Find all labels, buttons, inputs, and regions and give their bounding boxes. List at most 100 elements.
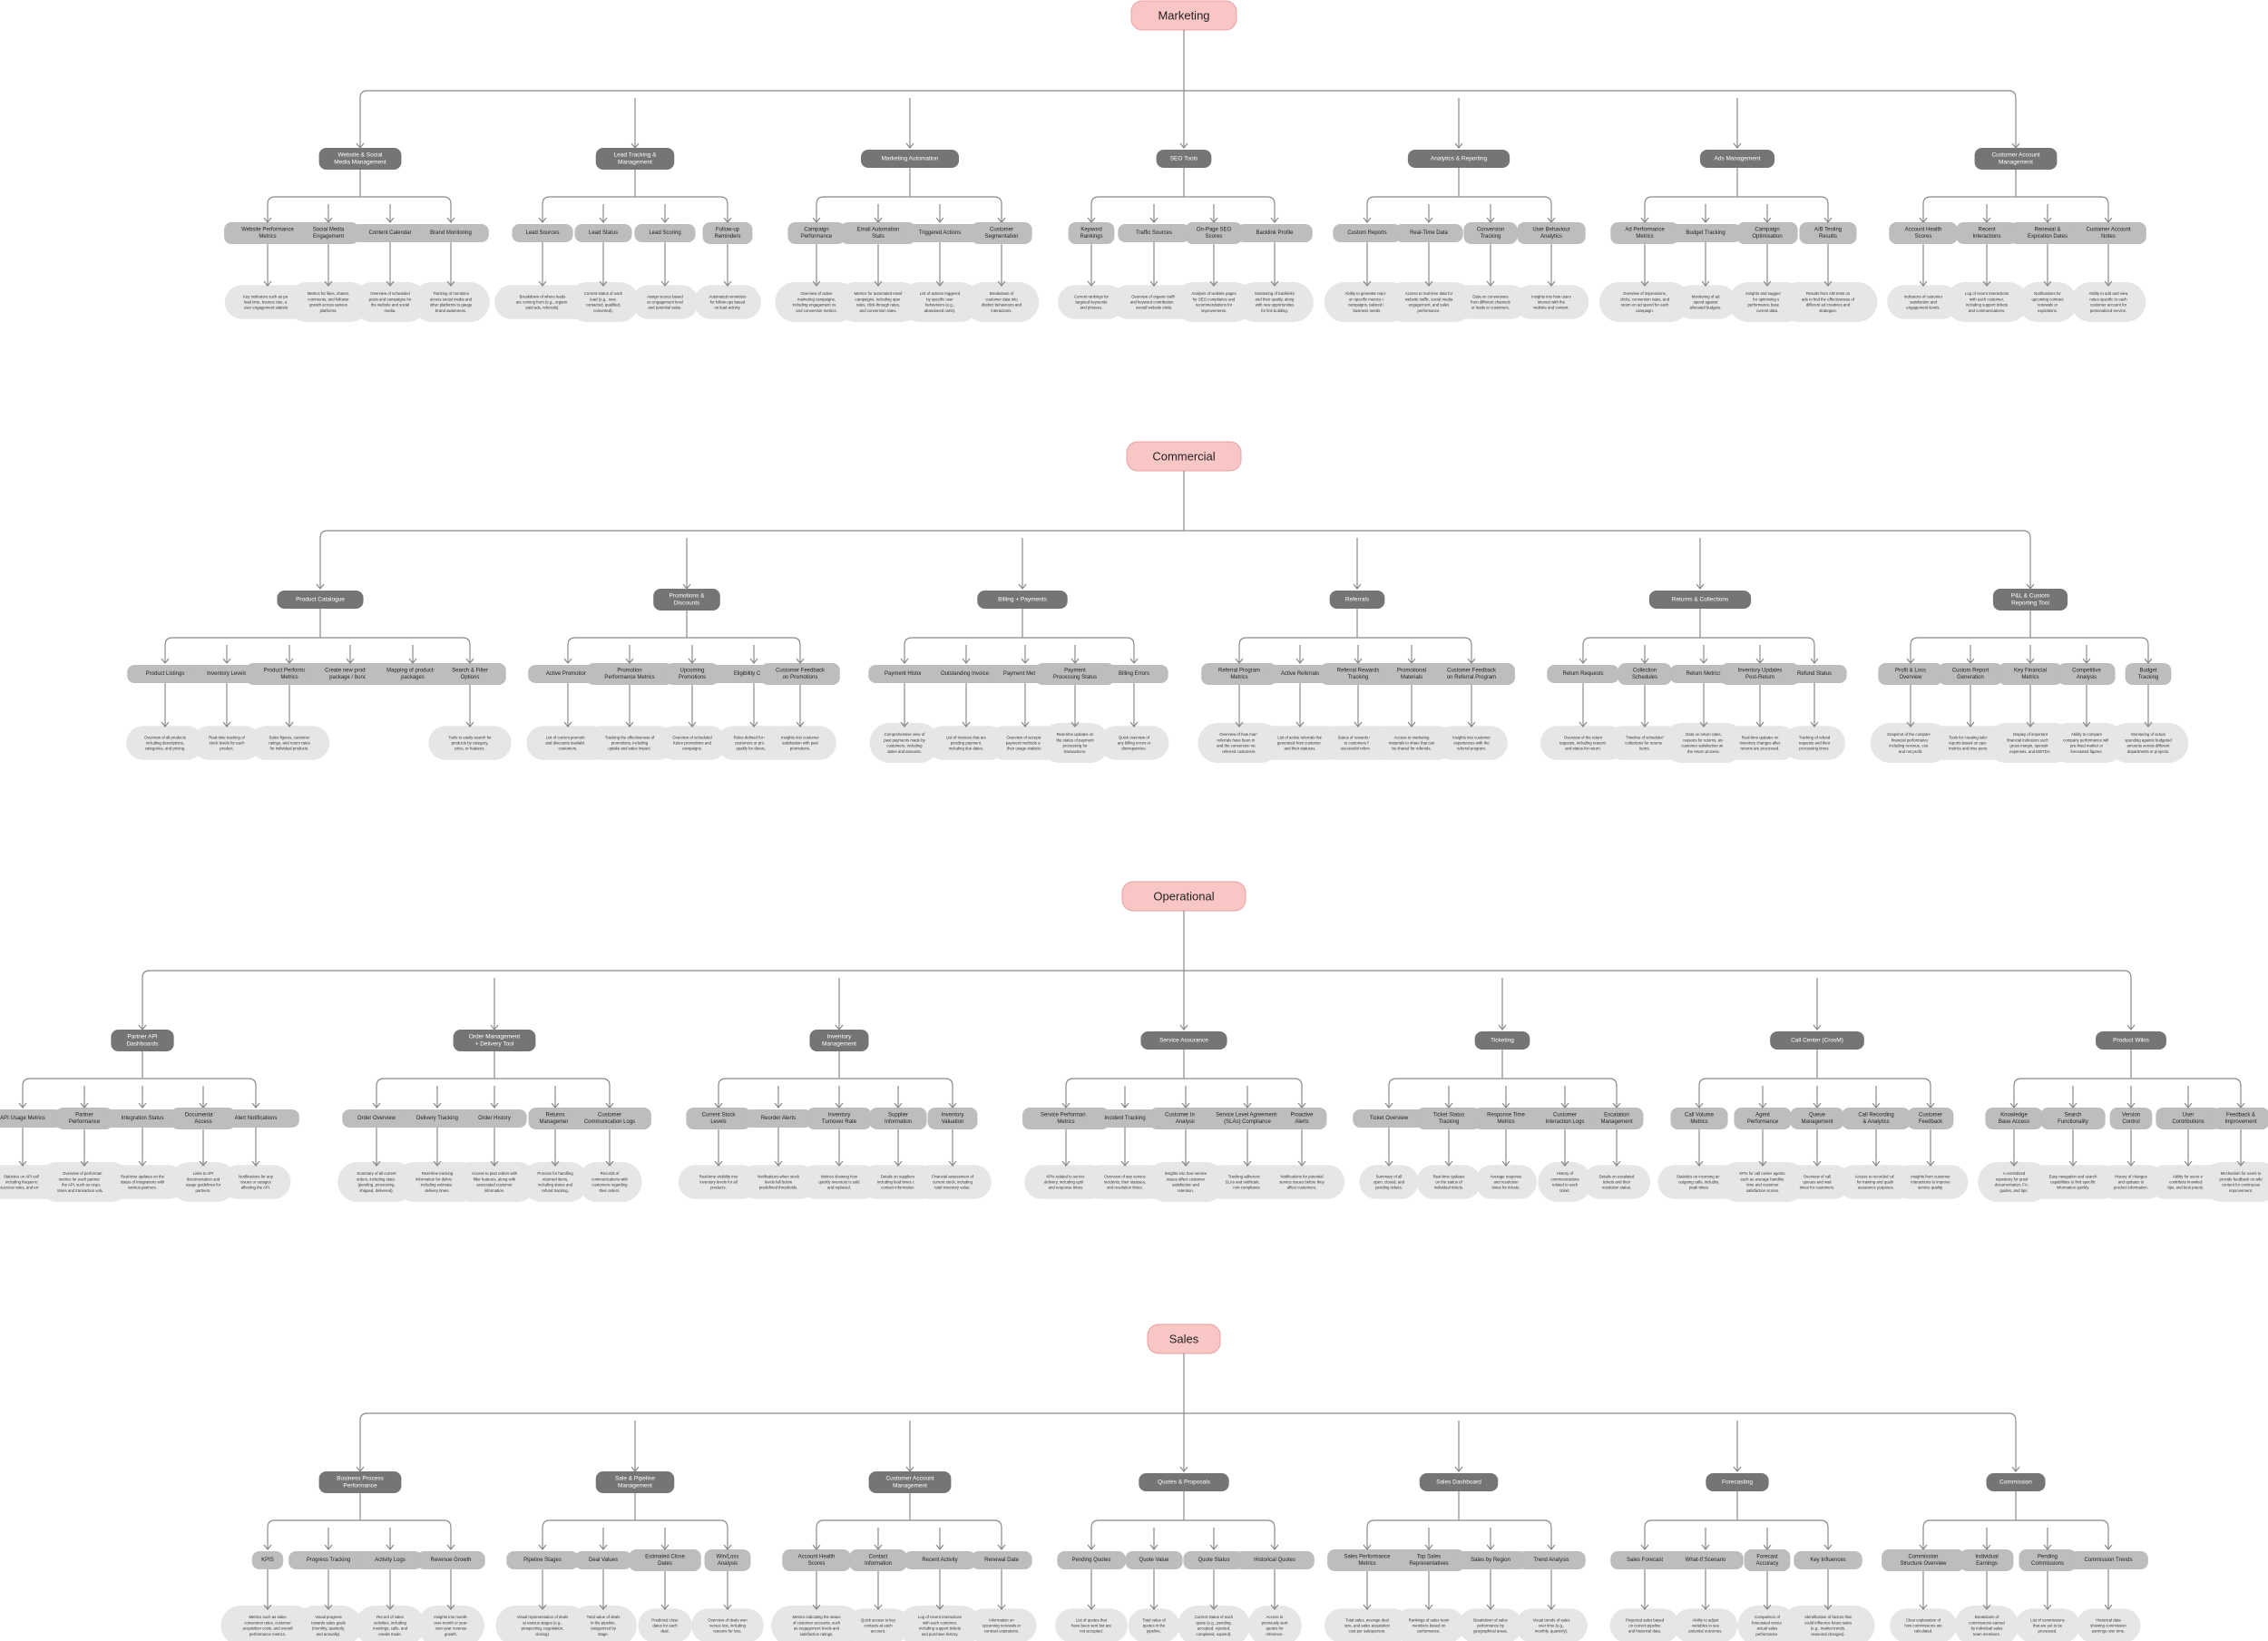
root-node-commercial[interactable]: Commercial xyxy=(1126,441,1242,472)
root-node-sales[interactable]: Sales xyxy=(1147,1324,1221,1354)
child-node-lead-sources[interactable]: Lead Sources xyxy=(512,224,573,242)
child-node-revenue-growth[interactable]: Revenue Growth xyxy=(416,1551,485,1569)
child-node-pipeline-stages[interactable]: Pipeline Stages xyxy=(506,1551,579,1569)
group-node-ads-management[interactable]: Ads Management xyxy=(1699,150,1775,168)
child-node-product-listings[interactable]: Product Listings xyxy=(127,665,203,683)
group-node-seo-tools[interactable]: SEO Tools xyxy=(1156,150,1212,168)
child-node-call-recording-analytics[interactable]: Call Recording& Analytics xyxy=(1842,1108,1911,1129)
group-node-commission[interactable]: Commission xyxy=(1986,1473,2046,1491)
child-node-renewal-expiration-dates[interactable]: Renewal &Expiration Dates xyxy=(2009,222,2086,244)
child-node-commission-trends[interactable]: Commission Trends xyxy=(2068,1551,2148,1569)
child-node-what-if-scenario[interactable]: What-If Scenario xyxy=(1667,1551,1744,1569)
group-node-referrals[interactable]: Referrals xyxy=(1329,591,1385,609)
group-node-order-management-delivery-tool[interactable]: Order Management+ Delivery Tool xyxy=(453,1030,536,1051)
child-node-service-level-agreements-slas-compliance[interactable]: Service Level Agreements(SLAs) Complianc… xyxy=(1194,1108,1301,1129)
child-node-historical-quotes[interactable]: Historical Quotes xyxy=(1235,1551,1315,1569)
child-node-ticket-overview[interactable]: Ticket Overview xyxy=(1353,1109,1425,1128)
child-node-renewal-date[interactable]: Renewal Date xyxy=(971,1551,1032,1569)
child-node-incident-tracking[interactable]: Incident Tracking xyxy=(1085,1109,1165,1128)
group-node-forecasting[interactable]: Forecasting xyxy=(1706,1473,1769,1491)
child-node-integration-status[interactable]: Integration Status xyxy=(101,1109,184,1128)
child-node-pending-quotes[interactable]: Pending Quotes xyxy=(1057,1551,1126,1569)
child-node-inventory-levels[interactable]: Inventory Levels xyxy=(189,665,265,683)
group-node-lead-tracking-management[interactable]: Lead Tracking &Management xyxy=(595,148,675,170)
child-node-key-influences[interactable]: Key Influences xyxy=(1794,1551,1862,1569)
group-node-marketing-automation[interactable]: Marketing Automation xyxy=(861,150,959,168)
group-node-ticketing[interactable]: Ticketing xyxy=(1474,1031,1530,1050)
child-node-reorder-alerts[interactable]: Reorder Alerts xyxy=(744,1109,813,1128)
root-node-operational[interactable]: Operational xyxy=(1121,881,1246,912)
group-node-product-catalogue[interactable]: Product Catalogue xyxy=(277,591,364,609)
child-node-order-history[interactable]: Order History xyxy=(462,1109,527,1128)
child-node-billing-errors[interactable]: Billing Errors xyxy=(1100,665,1168,683)
child-node-lead-status[interactable]: Lead Status xyxy=(574,224,632,242)
child-node-feedback-improvement[interactable]: Feedback &Improvement xyxy=(2212,1108,2268,1129)
child-node-quote-status[interactable]: Quote Status xyxy=(1183,1551,1245,1569)
child-node-active-referrals[interactable]: Active Referrals xyxy=(1262,665,1338,683)
group-node-call-center-crosm[interactable]: Call Center (CrosM) xyxy=(1770,1031,1864,1050)
group-node-promotions-discounts[interactable]: Promotions &Discounts xyxy=(653,589,720,610)
child-node-lead-scoring[interactable]: Lead Scoring xyxy=(634,224,696,242)
child-node-custom-reports[interactable]: Custom Reports xyxy=(1333,224,1402,242)
child-node-trend-analysis[interactable]: Trend Analysis xyxy=(1517,1551,1586,1569)
group-node-service-assurance[interactable]: Service Assurance xyxy=(1140,1031,1227,1050)
child-node-triggered-actions[interactable]: Triggered Actions xyxy=(900,224,980,242)
child-node-api-usage-metrics[interactable]: API Usage Metrics xyxy=(0,1109,63,1128)
group-node-quotes-proposals[interactable]: Quotes & Proposals xyxy=(1139,1473,1229,1491)
child-node-order-overview[interactable]: Order Overview xyxy=(342,1109,411,1128)
group-node-analytics-reporting[interactable]: Analytics & Reporting xyxy=(1407,150,1510,168)
child-node-progress-tracking[interactable]: Progress Tracking xyxy=(288,1551,368,1569)
child-node-outstanding-invoices[interactable]: Outstanding Invoices xyxy=(921,665,1012,683)
root-node-marketing[interactable]: Marketing xyxy=(1130,0,1237,31)
child-node-recent-activity[interactable]: Recent Activity xyxy=(904,1551,976,1569)
